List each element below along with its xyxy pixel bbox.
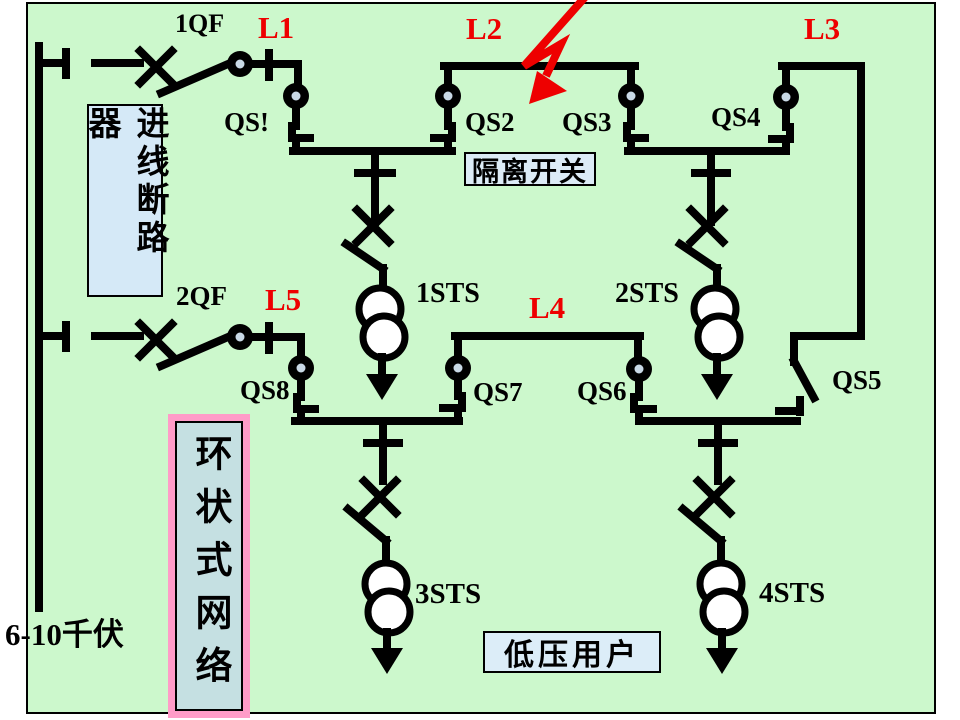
label-1sts: 1STS [416, 278, 480, 309]
isolator-qs8-symbol [288, 355, 319, 425]
bus-l5-section [291, 417, 463, 485]
label-qs4: QS4 [711, 102, 761, 132]
breaker-1qf-symbol [91, 45, 302, 99]
callout-incoming-breaker: 进线断路器 [83, 104, 167, 297]
switch-4sts-feeder [677, 475, 736, 566]
transformer-3sts-icon [361, 559, 414, 674]
label-2qf: 2QF [176, 281, 227, 311]
bus-lower-right-section [637, 417, 801, 485]
label-l1: L1 [258, 10, 295, 45]
label-l2: L2 [466, 11, 503, 46]
label-1qf: 1QF [175, 9, 225, 38]
bus-l1-section [289, 147, 456, 226]
label-qs2: QS2 [465, 107, 515, 137]
label-voltage-6-10kv: 6-10千伏 [5, 617, 124, 652]
label-l5: L5 [265, 282, 302, 317]
switch-1sts-feeder [340, 204, 395, 293]
callout-ring-network-frame: 环状式网络 [168, 414, 250, 718]
transformer-1sts-icon [355, 284, 409, 400]
isolator-qs2-symbol [430, 62, 461, 155]
ring-right-conductor [778, 62, 865, 366]
isolator-qs4-symbol [768, 62, 799, 155]
label-qs8: QS8 [240, 375, 290, 405]
label-qs3: QS3 [562, 107, 612, 137]
label-qs6: QS6 [577, 376, 627, 406]
isolator-qs6-symbol [626, 332, 657, 425]
label-l4: L4 [529, 290, 566, 325]
transformer-4sts-icon [696, 559, 749, 674]
isolator-qs1-symbol [283, 83, 314, 155]
label-qs5: QS5 [832, 365, 882, 395]
isolator-qs5-open-symbol [775, 355, 820, 416]
callout-ring-network: 环状式网络 [175, 421, 243, 711]
label-l3: L3 [804, 11, 841, 46]
incoming-feeder-line [35, 42, 70, 612]
label-4sts: 4STS [759, 577, 826, 609]
transformer-2sts-icon [690, 284, 744, 400]
label-qs7: QS7 [473, 377, 523, 407]
callout-isolating-switch: 隔离开关 [464, 152, 596, 187]
label-qs1: QS! [224, 107, 270, 137]
fault-lightning-icon [521, 0, 588, 104]
label-3sts: 3STS [415, 578, 482, 610]
breaker-2qf-symbol [91, 318, 305, 372]
isolator-qs7-symbol [439, 332, 471, 425]
bus-l3-section [624, 147, 790, 226]
callout-low-voltage-users: 低压用户 [483, 631, 661, 673]
label-2sts: 2STS [615, 278, 679, 309]
switch-3sts-feeder [342, 475, 402, 566]
switch-2sts-feeder [674, 204, 729, 293]
isolator-qs3-symbol [618, 62, 649, 155]
